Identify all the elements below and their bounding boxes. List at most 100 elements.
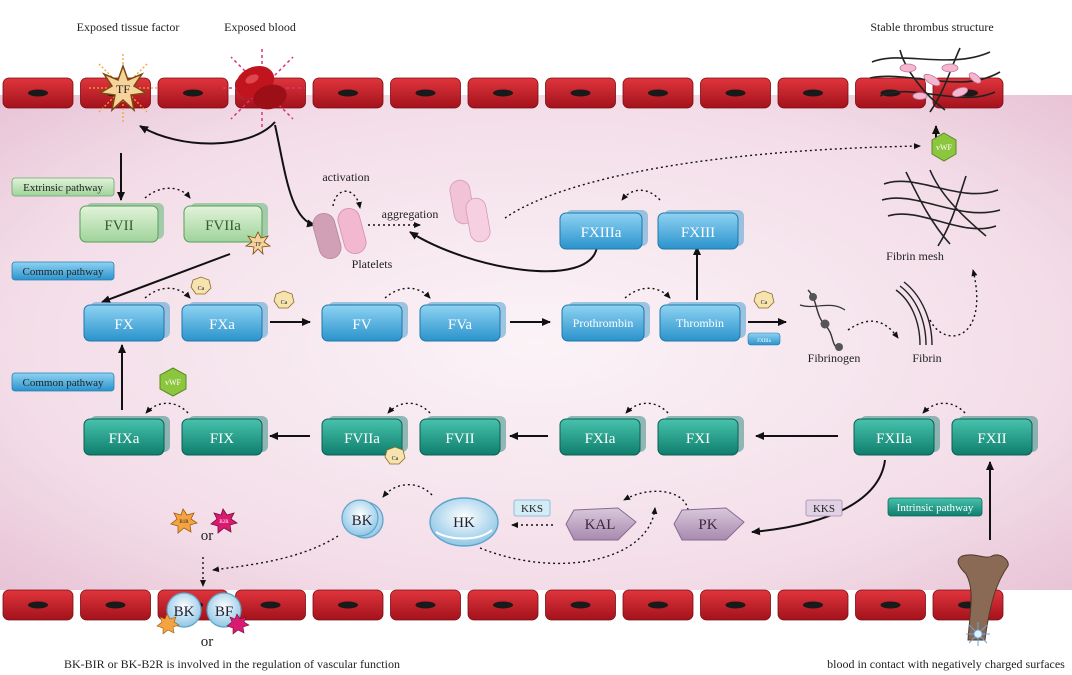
- svg-text:vWF: vWF: [165, 378, 182, 387]
- activation-label: activation: [322, 170, 369, 184]
- endothelial-cell: [700, 77, 771, 109]
- svg-text:Ca: Ca: [281, 300, 288, 306]
- tf-small-badge-icon: TF: [244, 231, 272, 256]
- endothelial-cell: [545, 77, 616, 109]
- svg-text:vWF: vWF: [936, 143, 953, 152]
- node-fxia: FXIa: [559, 416, 646, 456]
- endothelial-cell: [2, 589, 74, 621]
- platelets-label: Platelets: [352, 257, 393, 271]
- negative-surface-icon: [957, 554, 1009, 646]
- node-pk: PK: [673, 507, 745, 541]
- svg-text:FXIIIa: FXIIIa: [757, 339, 771, 344]
- endothelial-cell: [390, 589, 461, 621]
- svg-text:Common pathway: Common pathway: [23, 377, 104, 389]
- node-prothrombin: Prothrombin: [561, 302, 650, 342]
- node-fvii-extrinsic: FVII: [79, 203, 164, 243]
- calcium-badge-1-icon: Ca: [190, 276, 212, 295]
- kks-tag-right: KKS: [805, 499, 843, 517]
- svg-text:FX: FX: [114, 317, 133, 333]
- svg-text:FIXa: FIXa: [109, 431, 140, 447]
- svg-text:FXIIIa: FXIIIa: [581, 225, 622, 241]
- svg-text:FVIIa: FVIIa: [344, 431, 380, 447]
- tf-badge: TF: [116, 82, 130, 96]
- svg-text:Common pathway: Common pathway: [23, 266, 104, 278]
- svg-text:FXI: FXI: [686, 431, 710, 447]
- caption-right: blood in contact with negatively charged…: [827, 657, 1065, 671]
- svg-text:FXa: FXa: [209, 317, 235, 333]
- svg-text:PK: PK: [698, 517, 717, 533]
- b1r-badge-icon: B1R: [170, 508, 198, 534]
- svg-text:KAL: KAL: [585, 517, 616, 533]
- node-fxiiia-small: FXIIIa: [747, 332, 781, 346]
- svg-text:FXIa: FXIa: [585, 431, 616, 447]
- caption-left: BK-BIR or BK-B2R is involved in the regu…: [64, 657, 400, 671]
- svg-text:B1R: B1R: [179, 520, 189, 525]
- svg-text:FVII: FVII: [104, 218, 133, 234]
- svg-text:Extrinsic pathway: Extrinsic pathway: [23, 182, 103, 194]
- stable-thrombus-label: Stable thrombus structure: [870, 20, 993, 34]
- node-fviiia: FVIIa: [321, 416, 408, 456]
- tissue-factor-burst-icon: TF: [88, 52, 158, 124]
- svg-text:FIX: FIX: [210, 431, 234, 447]
- exposed-blood-icon: [220, 46, 305, 130]
- endothelial-cell: [467, 589, 539, 621]
- endothelial-cell: [777, 77, 849, 109]
- vwf-top-icon: vWF: [931, 132, 957, 162]
- svg-text:B2R: B2R: [219, 520, 229, 525]
- node-fxiii: FXIII: [657, 210, 744, 250]
- svg-text:TF: TF: [254, 242, 262, 248]
- exposed-tissue-factor-label: Exposed tissue factor: [77, 20, 180, 34]
- endothelial-cell: [390, 77, 461, 109]
- node-kal: KAL: [565, 507, 637, 541]
- node-fx: FX: [83, 302, 170, 342]
- svg-text:FVII: FVII: [445, 431, 474, 447]
- bf-receptor-icon: BF: [206, 592, 250, 635]
- endothelial-cell: [157, 77, 229, 109]
- node-fv: FV: [321, 302, 408, 342]
- platelets-icon: [312, 179, 491, 259]
- or-bottom-label: or: [201, 634, 214, 650]
- svg-text:KKS: KKS: [521, 503, 543, 515]
- aggregation-label: aggregation: [382, 207, 439, 221]
- endothelial-cell: [2, 77, 74, 109]
- common-pathway-tag-bottom: Common pathway: [11, 372, 115, 392]
- node-fix: FIX: [181, 416, 268, 456]
- bottom-endothelial-cells: [2, 589, 1004, 621]
- node-thrombin: Thrombin: [659, 302, 746, 342]
- fibrin-mesh-icon: [881, 169, 1001, 247]
- node-fva: FVa: [419, 302, 506, 342]
- node-fxi: FXI: [657, 416, 744, 456]
- node-hk: HK: [429, 497, 499, 547]
- endothelial-cell: [777, 589, 849, 621]
- b2r-badge-icon: B2R: [210, 508, 238, 534]
- node-fxiiia: FXIIIa: [559, 210, 648, 250]
- svg-text:Ca: Ca: [198, 286, 205, 292]
- svg-text:FXIIa: FXIIa: [876, 431, 912, 447]
- endothelial-cell: [312, 77, 384, 109]
- extrinsic-pathway-tag: Extrinsic pathway: [11, 177, 115, 197]
- svg-text:KKS: KKS: [813, 503, 835, 515]
- or-top-label: or: [201, 528, 214, 544]
- svg-text:BF: BF: [215, 604, 233, 620]
- endothelial-cell: [700, 589, 771, 621]
- endothelial-cell: [622, 589, 694, 621]
- svg-text:Thrombin: Thrombin: [676, 316, 724, 330]
- svg-text:BK: BK: [174, 604, 195, 620]
- svg-text:FXII: FXII: [977, 431, 1006, 447]
- bk-receptor-icon: BK: [156, 592, 202, 635]
- calcium-badge-3-icon: Ca: [753, 290, 775, 309]
- svg-text:BK: BK: [352, 513, 373, 529]
- svg-text:HK: HK: [453, 515, 475, 531]
- exposed-blood-label: Exposed blood: [224, 20, 296, 34]
- fibrinogen-icon: [799, 289, 846, 351]
- node-fixa: FIXa: [83, 416, 170, 456]
- svg-text:Ca: Ca: [761, 300, 768, 306]
- fibrin-icon: [895, 281, 933, 346]
- stable-thrombus-icon: [869, 47, 1001, 113]
- node-bk: BK: [341, 499, 384, 539]
- svg-text:FVIIa: FVIIa: [205, 218, 241, 234]
- endothelial-cell: [467, 77, 539, 109]
- svg-text:Prothrombin: Prothrombin: [573, 316, 634, 330]
- node-fxiia: FXIIa: [853, 416, 940, 456]
